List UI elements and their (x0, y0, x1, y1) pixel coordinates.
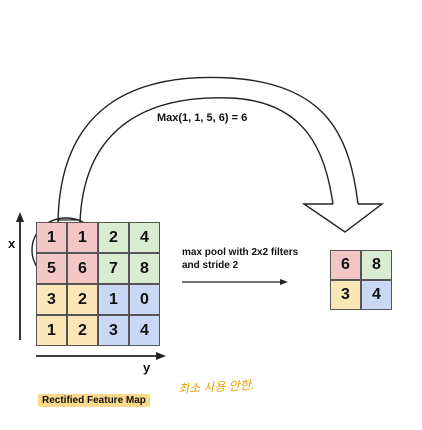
pooled-output-cell: 8 (361, 250, 392, 280)
feature-map-cell: 2 (98, 222, 129, 253)
caption: Rectified Feature Map (38, 394, 150, 407)
feature-map-cell: 1 (36, 315, 67, 346)
pool-label-line2: and stride 2 (182, 260, 239, 271)
max-formula-label: Max(1, 1, 5, 6) = 6 (157, 112, 248, 124)
feature-map-cell: 3 (98, 315, 129, 346)
pool-label-line1: max pool with 2x2 filters (182, 247, 299, 258)
feature-map-cell: 4 (129, 222, 160, 253)
feature-map-cell: 5 (36, 253, 67, 284)
pooled-output-cell: 3 (330, 280, 361, 310)
pooled-output-cell: 4 (361, 280, 392, 310)
axis-y-label: y (143, 360, 151, 375)
curved-arrow-outer (57, 76, 359, 223)
curved-arrow-head (301, 203, 385, 233)
feature-map-cell: 1 (98, 284, 129, 315)
feature-map-cell: 3 (36, 284, 67, 315)
pooled-output-cell: 6 (330, 250, 361, 280)
feature-map-cell: 7 (98, 253, 129, 284)
feature-map-cell: 2 (67, 284, 98, 315)
feature-map-cell: 4 (129, 315, 160, 346)
feature-map-cell: 6 (67, 253, 98, 284)
axis-x-label: x (8, 236, 16, 251)
curved-arrow-inner (79, 97, 334, 223)
feature-map-cell: 1 (67, 222, 98, 253)
feature-map-cell: 0 (129, 284, 160, 315)
feature-map-cell: 1 (36, 222, 67, 253)
feature-map-cell: 8 (129, 253, 160, 284)
y-axis-arrowhead (156, 352, 166, 360)
feature-map-cell: 2 (67, 315, 98, 346)
pool-arrow-arrowhead (280, 279, 288, 285)
x-axis-arrowhead (16, 212, 24, 222)
